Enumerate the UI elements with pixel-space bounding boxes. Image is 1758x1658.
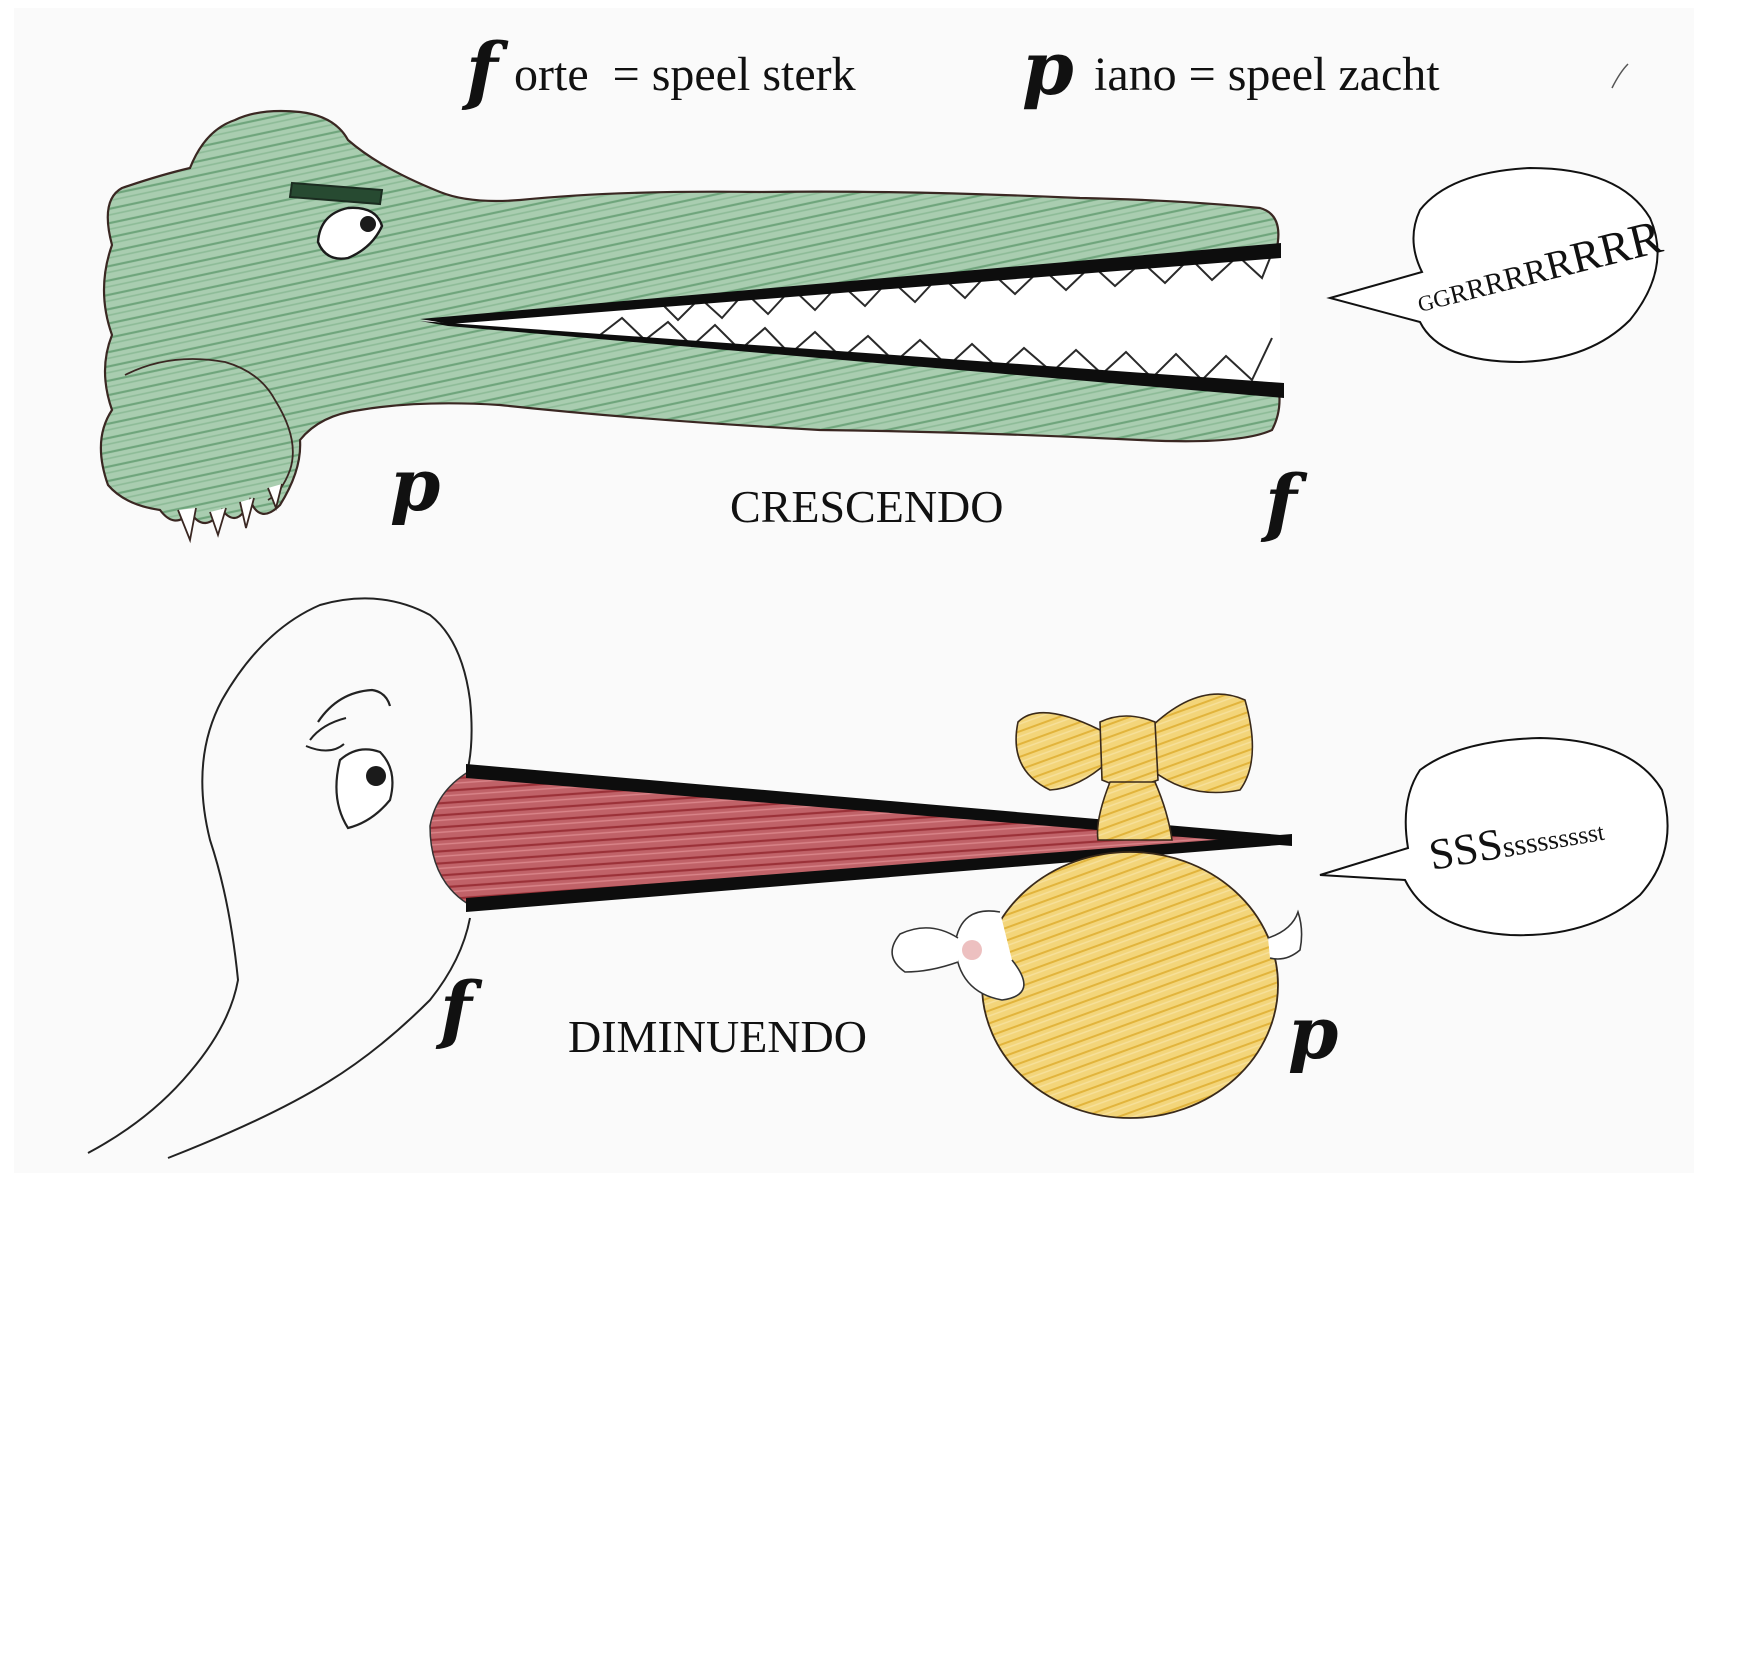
- bow-right-loop: [1149, 693, 1254, 794]
- baby-cheek-icon: [962, 940, 982, 960]
- baby-head: [954, 910, 1025, 1001]
- diminuendo-end-dynamic: p: [1288, 990, 1338, 1075]
- crocodile-lower-jaw: [420, 321, 1284, 398]
- baby-foot: [1267, 909, 1303, 960]
- crocodile-drawing: [99, 109, 1284, 544]
- bubble-letter: G: [1431, 285, 1454, 314]
- piano-symbol: p: [1022, 26, 1074, 112]
- crescendo-label: CRESCENDO: [730, 481, 1003, 532]
- forte-definition: orte = speel sterk: [514, 48, 856, 101]
- stork-body: [87, 597, 473, 1154]
- bubble-letter: s: [1566, 821, 1581, 851]
- bubble-letter: s: [1556, 823, 1571, 853]
- crocodile-mouth-interior: [420, 247, 1280, 390]
- crocodile-upper-jaw: [420, 243, 1281, 324]
- pencil-mark: [1611, 63, 1629, 89]
- bubble-letter: G: [1415, 289, 1437, 317]
- stork-drawing: [87, 597, 1292, 1159]
- bubble-letter: s: [1545, 824, 1561, 855]
- bundle-sack: [981, 851, 1279, 1119]
- crocodile-claws: [177, 483, 283, 544]
- crocodile-lower-teeth: [599, 316, 1273, 382]
- bubble-letter: t: [1595, 820, 1606, 847]
- stork-eyelash-icon: [305, 717, 347, 752]
- crocodile-leg: [124, 358, 294, 501]
- bubble-letter: s: [1534, 826, 1550, 858]
- crocodile-pupil-icon: [360, 216, 376, 232]
- bow-knot: [1099, 715, 1159, 787]
- bubble-letter: s: [1500, 830, 1517, 865]
- crocodile-eyebrow-icon: [288, 181, 384, 206]
- diminuendo-bubble-text: SSSssssssssst: [1425, 801, 1607, 880]
- diminuendo-label: DIMINUENDO: [568, 1011, 867, 1062]
- stork-pupil-icon: [366, 766, 386, 786]
- baby-ear: [891, 927, 959, 973]
- stork-beak-fill: [429, 771, 1291, 905]
- baby-bundle-drawing: [891, 693, 1303, 1119]
- bubble-letter: s: [1523, 827, 1540, 860]
- stork-lower-beak-line: [466, 834, 1292, 912]
- diminuendo-speech-bubble: SSSssssssssst: [1319, 736, 1669, 937]
- stork-upper-beak-line: [466, 764, 1292, 846]
- bow-left-loop: [1015, 711, 1111, 791]
- legend: f orte = speel sterk p iano = speel zach…: [461, 26, 1440, 114]
- crescendo-start-dynamic: p: [390, 442, 440, 527]
- diminuendo-bubble-shape: [1319, 736, 1669, 937]
- stork-eyebrow-icon: [317, 688, 392, 723]
- bundle-neck: [1096, 781, 1173, 841]
- bubble-letter: s: [1585, 820, 1599, 848]
- crescendo-bubble-shape: [1326, 166, 1659, 364]
- piano-definition: iano = speel zacht: [1094, 48, 1440, 101]
- bubble-letter: s: [1576, 822, 1590, 850]
- stork-neck: [167, 917, 471, 1159]
- bubble-letter: s: [1511, 828, 1528, 863]
